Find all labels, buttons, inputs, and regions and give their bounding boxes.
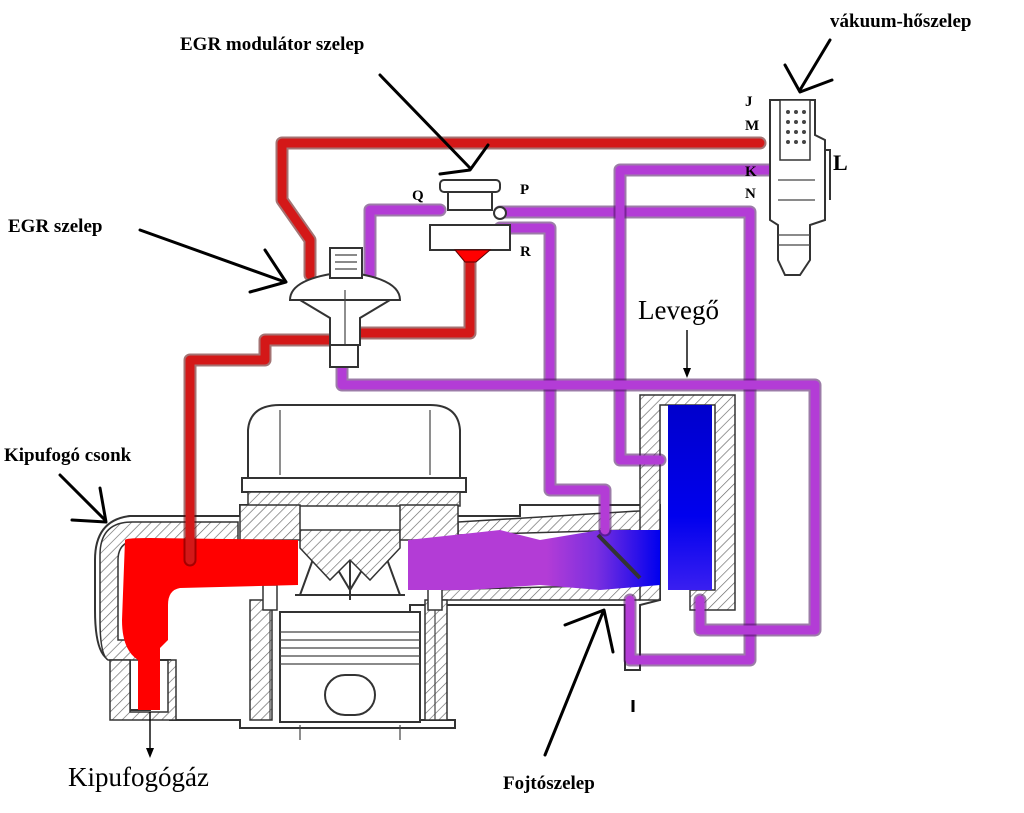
exhaust-tailpipe-gas [138, 640, 160, 710]
exhaust-gas-label: Kipufogógáz [68, 762, 209, 792]
egr-modulator-arrow [378, 73, 472, 170]
labels: EGR modulátor szelep vákuum-hőszelep EGR… [4, 11, 971, 794]
port-r-label: R [520, 244, 531, 260]
cylinder-wall-left [249, 599, 273, 721]
port-l-label: L [833, 150, 848, 175]
piston [279, 611, 421, 740]
egr-valve-arrow [138, 228, 287, 284]
port-k-label: K [745, 164, 757, 180]
intake-flow [408, 405, 712, 590]
red-lines [183, 136, 767, 567]
port-m-label: M [745, 118, 759, 134]
egr-valve-label: EGR szelep [8, 216, 102, 237]
throttle-plate [596, 533, 642, 580]
exhaust-flow [122, 538, 298, 710]
exhaust-port-wall [99, 521, 239, 661]
purple-lines [335, 163, 822, 667]
port-j-label: J [745, 94, 753, 110]
air-label: Levegő [638, 295, 719, 325]
throttle-arrow [543, 610, 605, 757]
egr-valve [288, 247, 402, 368]
pointer-arrows [58, 38, 834, 758]
port-p-label: P [520, 182, 529, 198]
exhaust-gas-arrowhead [146, 748, 154, 758]
intake-port-mixture [408, 530, 660, 590]
vacuum-heat-arrow [798, 38, 832, 92]
port-q-label: Q [412, 188, 424, 204]
egr-modulator-valve [429, 179, 511, 263]
egr-modulator-label: EGR modulátor szelep [180, 34, 364, 55]
throttle-housing [639, 394, 736, 611]
vacuum-heat-valve-label: vákuum-hőszelep [830, 11, 971, 32]
air-arrowhead [683, 368, 691, 378]
cylinder-wall-right [424, 599, 448, 721]
head-bolts [262, 584, 443, 720]
valve-cover [239, 404, 467, 541]
exhaust-manifold-arrow [58, 473, 107, 522]
port-n-label: N [745, 186, 756, 202]
vacuum-heat-valve [769, 99, 831, 276]
exhaust-outlet [109, 659, 177, 721]
valves [295, 529, 405, 600]
exhaust-manifold-label: Kipufogó csonk [4, 445, 132, 466]
cylinder-head-outline [94, 504, 661, 729]
throttle-valve-label: Fojtószelep [503, 773, 595, 794]
air-inlet-column [668, 405, 712, 590]
exhaust-manifold-gas [122, 538, 298, 705]
